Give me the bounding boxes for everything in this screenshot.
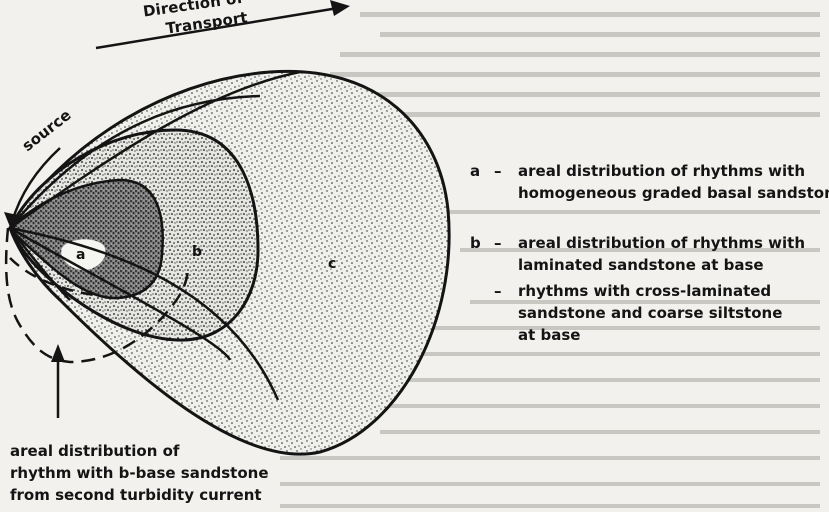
- second-current-caption-line3: from second turbidity current: [10, 484, 269, 506]
- legend-text-c-line1: rhythms with cross-laminated: [518, 280, 782, 302]
- legend-key-b: b: [470, 234, 481, 252]
- legend-text-b: areal distribution of rhythms with lamin…: [518, 232, 805, 276]
- second-current-caption-line2: rhythm with b-base sandstone: [10, 462, 269, 484]
- second-current-caption: areal distribution of rhythm with b-base…: [10, 440, 269, 506]
- legend-dash-a: –: [494, 162, 502, 180]
- legend-dash-c: –: [494, 282, 502, 300]
- legend-key-c: c: [470, 282, 479, 300]
- caption-pointer-head: [51, 344, 65, 362]
- legend-text-c: rhythms with cross-laminated sandstone a…: [518, 280, 782, 346]
- legend-text-a-line1: areal distribution of rhythms with: [518, 160, 829, 182]
- legend-text-c-line3: at base: [518, 324, 782, 346]
- legend-text-b-line2: laminated sandstone at base: [518, 254, 805, 276]
- legend-text-b-line1: areal distribution of rhythms with: [518, 232, 805, 254]
- second-current-caption-line1: areal distribution of: [10, 440, 269, 462]
- legend-key-a: a: [470, 162, 480, 180]
- legend-text-a: areal distribution of rhythms with homog…: [518, 160, 829, 204]
- transport-arrow-head: [330, 0, 350, 16]
- legend-text-a-line2: homogeneous graded basal sandstone: [518, 182, 829, 204]
- legend-dash-b: –: [494, 234, 502, 252]
- legend-text-c-line2: sandstone and coarse siltstone: [518, 302, 782, 324]
- zone-b-label: b: [192, 244, 202, 260]
- zone-a-label: a: [76, 247, 85, 263]
- zone-c-label: c: [328, 256, 336, 272]
